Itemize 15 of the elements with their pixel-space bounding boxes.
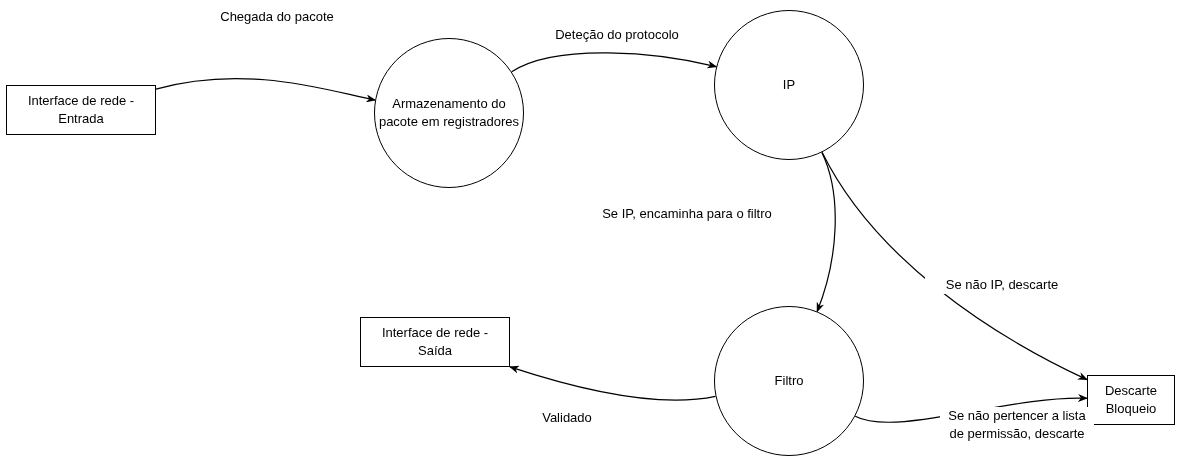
node-label: Interface de rede - Entrada — [26, 92, 136, 128]
node-label: IP — [782, 76, 796, 94]
node-label: Descarte Bloqueio — [1104, 382, 1158, 418]
arrow — [509, 365, 717, 401]
process-box — [360, 317, 510, 367]
edge-label: Se não pertencer a lista de permissão, descarte — [940, 407, 1094, 443]
process-box — [1087, 375, 1175, 425]
arrow — [816, 151, 836, 313]
arrow — [155, 78, 377, 103]
process-box — [6, 85, 156, 135]
arrow — [821, 151, 1088, 381]
node-label: Interface de rede - Saída — [380, 324, 490, 360]
arrow — [511, 52, 718, 73]
node-label: Armazenamento do pacote em registradores — [378, 95, 520, 131]
node-label: Filtro — [774, 372, 804, 390]
